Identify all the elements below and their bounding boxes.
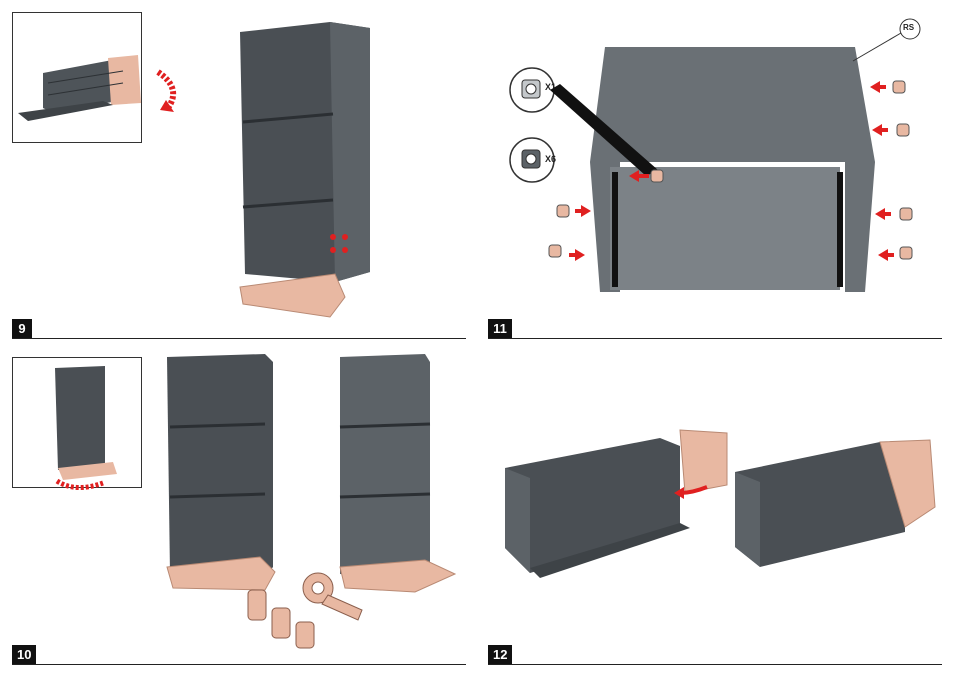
peg-icon-left-1 [557,205,569,217]
step-10-divider [12,664,466,665]
peg-icon-right-2 [897,124,909,136]
rotate-arrow-icon [150,68,190,113]
peg-icon-center [651,170,663,182]
step-12-after-illustration [730,432,940,572]
step-12-before-illustration [500,428,700,578]
step-10-number: 10 [12,645,36,664]
step-11-number: 11 [488,319,512,338]
arrow-left-icon-center [629,170,649,182]
step-9-inset-illustration [13,13,141,142]
step-10-wrench-and-pegs [240,570,370,650]
arrow-right-icon-2 [569,249,585,261]
step-9-inset [12,12,142,143]
step-11-divider [488,338,942,339]
rs-callout [848,15,908,65]
peg-icon-left-2 [549,245,561,257]
curved-arrow-icon [672,485,712,505]
arrow-left-icon-1 [870,81,886,93]
arrow-left-icon-2 [872,124,888,136]
step-9-tower-illustration [235,12,375,332]
arrow-left-icon-3 [875,208,891,220]
peg-arrows [545,75,905,275]
peg-icon-10-3 [296,622,314,648]
step-10-tower-left-illustration [165,352,285,597]
step-10-tower-right-illustration [335,352,465,597]
peg-icon-10-1 [248,590,266,620]
peg-icon-10-2 [272,608,290,638]
step-10-inset [12,357,142,488]
step-9-number: 9 [12,319,32,338]
wrench-icon [303,573,362,620]
arrow-right-icon-1 [575,205,591,217]
peg-icon-right-3 [900,208,912,220]
rs-callout-label: RS [903,23,914,32]
step-12-number: 12 [488,645,512,664]
peg-icon-right-1 [893,81,905,93]
peg-icon-right-4 [900,247,912,259]
arrow-left-icon-4 [878,249,894,261]
step-9-divider [12,338,466,339]
step-12-divider [488,664,942,665]
step-10-inset-illustration [13,358,141,487]
